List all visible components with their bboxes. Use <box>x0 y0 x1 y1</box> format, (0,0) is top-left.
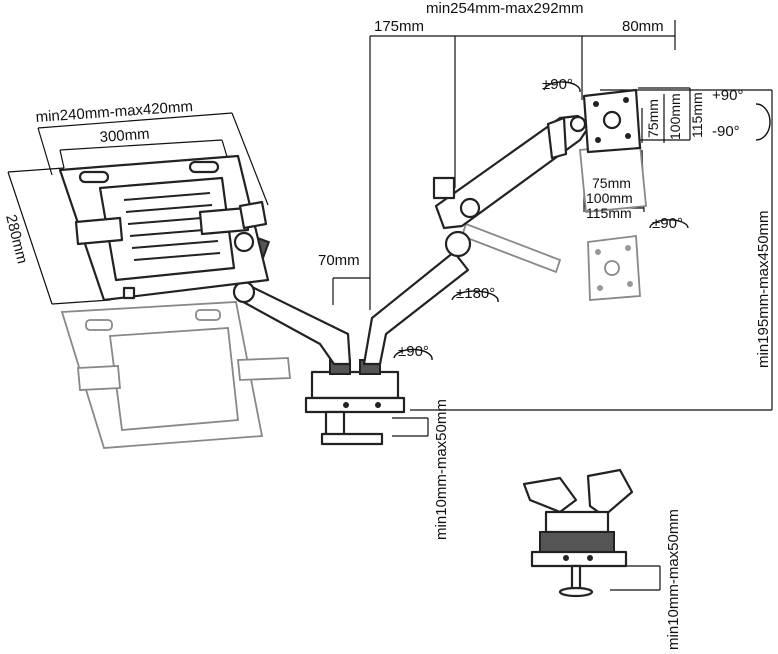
ghost-tray-vent-panel <box>108 327 239 431</box>
vesa-offset-label: 80mm <box>622 18 664 35</box>
tray-slot <box>188 160 220 174</box>
ghost-tray-slot <box>85 319 113 331</box>
tray-clamp-hook <box>238 200 268 230</box>
inset-base-housing <box>544 510 610 534</box>
tray-depth-label: 280mm <box>2 213 31 266</box>
ghost-tray-slot <box>195 309 221 321</box>
tray-side-clamp-left <box>74 216 124 246</box>
rotation-arrows <box>393 81 771 361</box>
pivot-right-arrow <box>649 219 689 229</box>
vesa-w-100-label: 100mm <box>586 190 633 206</box>
clamp-foot <box>320 432 384 446</box>
tray-width-label: 300mm <box>99 126 150 146</box>
ghost-tray-clamp <box>77 365 121 391</box>
swivel-base-arrow <box>393 348 433 361</box>
base-plate <box>304 396 406 414</box>
tray-side-clamp-right <box>198 206 250 236</box>
tray-width-range-line <box>37 112 233 129</box>
alternate-position-ghost <box>60 143 647 449</box>
inset-base-clamp <box>539 531 615 553</box>
arm-end-bracket <box>546 116 568 160</box>
grommet-mount-inset <box>522 468 634 598</box>
desk-thickness-main-label: min10mm-max50mm <box>433 399 450 540</box>
vesa-w-115-label: 115mm <box>586 205 632 221</box>
vesa-w-75-label: 75mm <box>592 175 631 191</box>
swivel-elbow-arrow <box>451 290 499 303</box>
base-housing <box>310 370 400 400</box>
tray-depth-line <box>7 171 53 305</box>
inset-grommet-plate <box>558 586 594 598</box>
ghost-tray-clamp <box>237 357 291 381</box>
inset-base-plate <box>530 550 628 568</box>
swivel-base-label: ±90° <box>398 343 429 360</box>
desk-thickness-grommet-label: min10mm-max50mm <box>665 509 682 650</box>
ghost-vesa-center <box>604 260 620 276</box>
vesa-h-115-label: 115mm <box>689 92 705 138</box>
inset-left-arm <box>522 476 578 514</box>
vesa-plate-center <box>602 110 622 130</box>
right-lower-arm <box>362 250 470 366</box>
rotation-labels: ±90° ±90° ±180° ±90° +90° -90° <box>398 76 743 360</box>
vesa-h-100-label: 100mm <box>667 93 683 140</box>
right-elbow-joint <box>444 230 472 258</box>
tilt-up-label: +90° <box>712 87 743 104</box>
swivel-elbow-label: ±180° <box>456 285 495 302</box>
arm-offset-label: 175mm <box>374 18 424 35</box>
tilt-down-label: -90° <box>712 123 740 140</box>
pivot-right-label: ±90° <box>652 215 683 232</box>
height-range-label: min195mm-max450mm <box>755 210 772 368</box>
tray-width-left-ext <box>59 149 65 169</box>
tray-pivot <box>233 231 255 253</box>
tray-screw <box>122 286 136 300</box>
tilt-top-label: ±90° <box>542 76 573 93</box>
inset-right-arm <box>586 468 634 518</box>
tray-width-range-right-ext <box>231 112 269 206</box>
laptop-tray <box>58 154 270 302</box>
tilt-head-joint <box>569 115 587 133</box>
monitor-arm-assembly <box>231 88 642 446</box>
vesa-h-75-label: 75mm <box>645 99 661 138</box>
tilt-up-down-arrow <box>755 103 771 141</box>
tray-width-range-left-ext <box>37 127 53 176</box>
left-elbow-joint <box>232 280 256 304</box>
pole-offset-label: 70mm <box>318 252 360 269</box>
dimension-lines <box>7 20 773 591</box>
tray-slot <box>78 170 110 184</box>
arm-label-plate <box>432 176 456 200</box>
arm-spread-label: min254mm-max292mm <box>426 0 584 17</box>
gas-spring-adjuster <box>459 197 481 219</box>
ghost-upper-arm <box>460 222 562 274</box>
tray-depth-bottom-ext <box>51 299 111 305</box>
tray-depth-top-ext <box>7 167 65 173</box>
tilt-top-arrow <box>543 81 581 93</box>
tray-width-line <box>59 139 223 151</box>
